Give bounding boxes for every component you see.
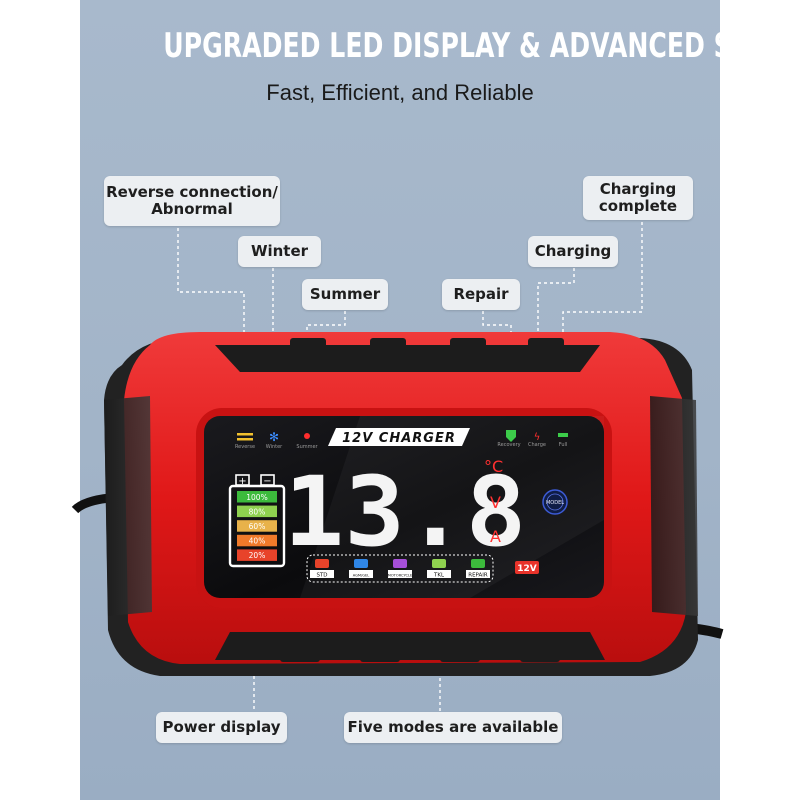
callout-summer: Summer [302, 279, 388, 310]
status-label-reverse: Reverse [235, 444, 255, 450]
callout-winter-label: Winter [250, 242, 309, 260]
mode-label-box [349, 570, 373, 578]
mode-label-box [310, 570, 334, 578]
mode-item: REPAIR [466, 559, 490, 579]
battery-level-bar [237, 520, 277, 532]
right-side-panel [650, 396, 698, 616]
callout-power-display: Power display [156, 712, 287, 743]
callout-complete-line1: Charging [599, 180, 677, 198]
charge-bolt-icon: ϟ [534, 432, 541, 443]
status-label-full: Full [559, 442, 568, 448]
screen-glare [300, 416, 604, 598]
mode-item: STD [310, 559, 334, 579]
battery-level-bar [237, 549, 277, 561]
voltage-badge [515, 561, 539, 574]
battery-level-bar [237, 534, 277, 547]
callout-charging-label: Charging [534, 242, 612, 260]
terminal-negative: − [263, 476, 271, 487]
battery-gauge: + − 100% 80% 60% 40% 20% [228, 474, 286, 568]
mode-icon [315, 559, 329, 568]
model-button[interactable]: MODEL [542, 489, 568, 515]
display-title: 12V CHARGER [342, 431, 456, 446]
callout-five-modes: Five modes are available [344, 712, 562, 743]
callout-reverse-line1: Reverse connection/ [106, 183, 278, 201]
unit-temperature: °C [484, 457, 503, 476]
terminal-positive: + [238, 476, 246, 487]
unit-voltage: V [490, 493, 501, 512]
mode-label: REPAIR [468, 573, 488, 579]
callout-reverse-line2: Abnormal [151, 200, 233, 218]
mode-icon [471, 559, 485, 568]
mode-label: STD [316, 573, 327, 579]
mode-item: TKL [427, 559, 451, 579]
callout-power-display-label: Power display [162, 718, 281, 736]
mode-icon [432, 559, 446, 568]
battery-level-label: 20% [249, 551, 266, 560]
subheadline: Fast, Efficient, and Reliable [266, 80, 534, 105]
mode-icon [354, 559, 368, 568]
battery-level-bar [237, 491, 277, 503]
status-label-winter: Winter [266, 444, 283, 450]
battery-level-bar [237, 505, 277, 518]
lcd-screen [204, 416, 604, 598]
mode-label-box [427, 570, 451, 578]
callout-repair: Repair [442, 279, 520, 310]
title-badge [328, 428, 470, 446]
callout-five-modes-label: Five modes are available [347, 718, 559, 736]
callout-charging: Charging [528, 236, 618, 267]
input-cable [71, 493, 111, 514]
mode-label: TKL [433, 573, 445, 579]
mode-label-box [466, 570, 490, 578]
battery-level-label: 60% [249, 522, 266, 531]
mode-item: MOTORCYCLE [388, 559, 413, 578]
left-side-panel [104, 396, 152, 616]
status-icon-row: Reverse ✻ Winter Summer Recovery ϟ Charg… [235, 430, 568, 450]
battery-level-label: 100% [246, 493, 267, 502]
reverse-bars-icon [237, 433, 253, 436]
status-label-summer: Summer [296, 444, 318, 450]
callout-charging-complete: Charging complete [583, 176, 693, 220]
mode-label: AGM/GEL [353, 574, 370, 578]
reading-digits: 13.8 [284, 457, 527, 568]
mode-icon [393, 559, 407, 568]
mode-label-box [388, 570, 412, 578]
callout-winter: Winter [238, 236, 321, 267]
callout-summer-label: Summer [309, 285, 381, 303]
callout-reverse-connection: Reverse connection/ Abnormal [104, 176, 280, 226]
full-bar-icon [558, 433, 568, 437]
mode-item: AGM/GEL [349, 559, 373, 578]
top-grip-ribs [215, 338, 600, 372]
mode-label: MOTORCYCLE [388, 574, 413, 578]
bottom-grip-ribs [215, 632, 605, 662]
unit-amperage: A [490, 527, 501, 546]
snowflake-icon: ✻ [269, 430, 279, 444]
status-label-recovery: Recovery [497, 442, 520, 448]
voltage-badge-label: 12V [517, 564, 537, 574]
model-label: MODEL [546, 500, 564, 506]
recovery-icon [506, 430, 516, 442]
callout-repair-label: Repair [453, 285, 509, 303]
battery-level-label: 80% [249, 507, 266, 516]
battery-level-label: 40% [249, 537, 266, 546]
status-label-charge: Charge [528, 442, 546, 448]
callout-complete-line2: complete [598, 197, 678, 215]
sun-dot-icon [304, 433, 310, 439]
